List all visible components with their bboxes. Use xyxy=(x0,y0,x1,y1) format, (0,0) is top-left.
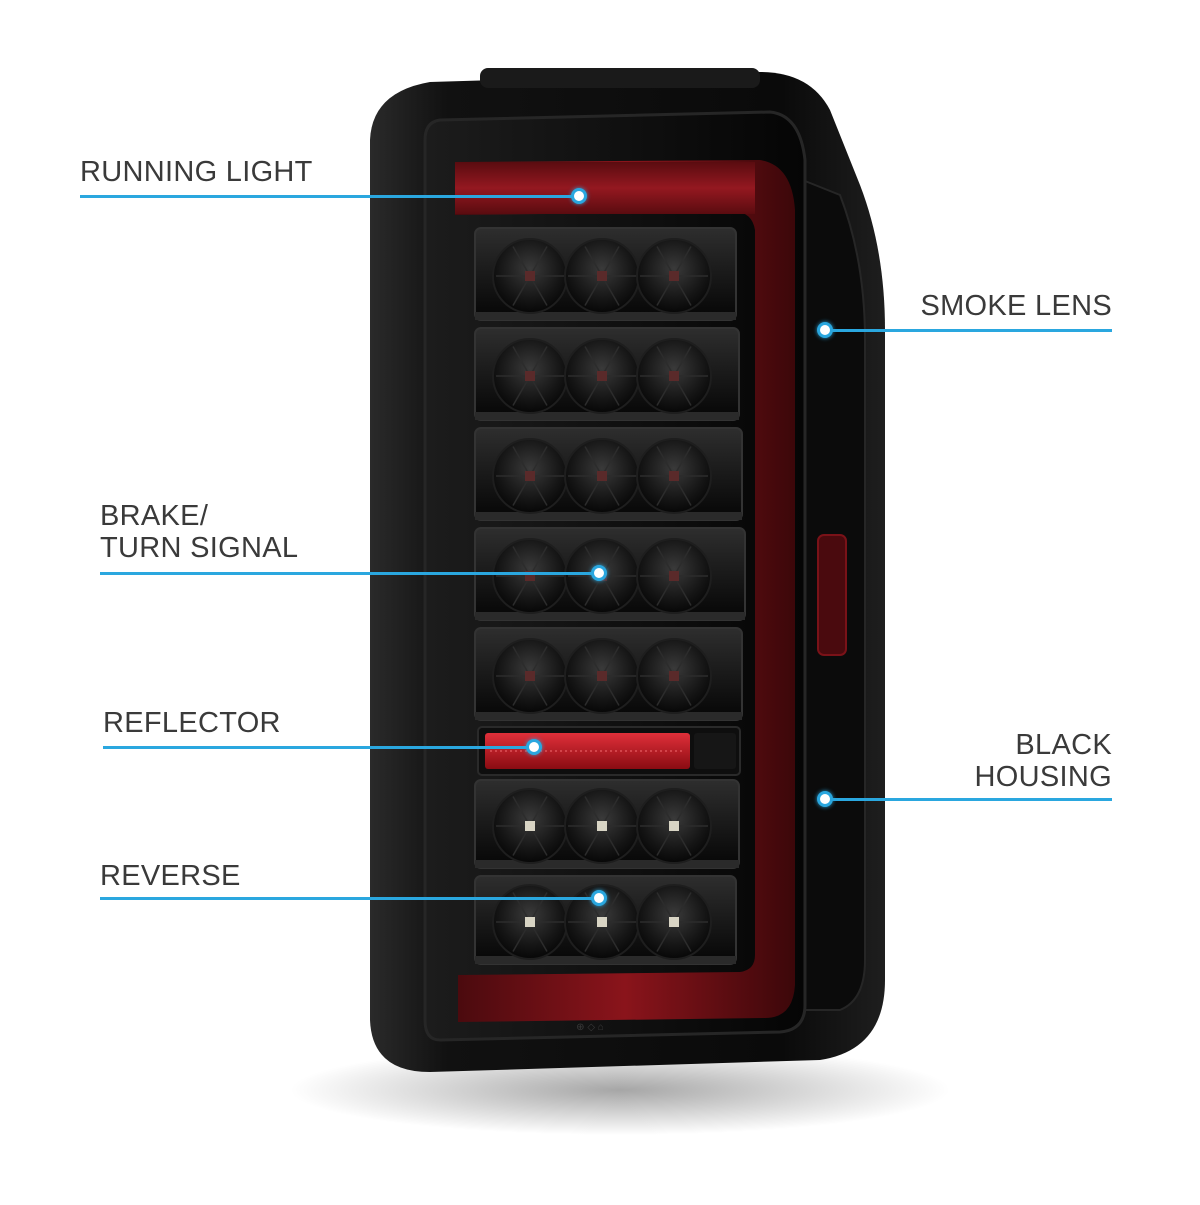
led-chip xyxy=(597,917,607,927)
led-chip xyxy=(669,917,679,927)
smoke-lens-leader xyxy=(826,329,1112,332)
led-chip xyxy=(669,821,679,831)
callout-reflector: REFLECTOR xyxy=(103,707,281,739)
callout-black-housing-line2: HOUSING xyxy=(974,761,1112,793)
side-marker xyxy=(817,534,847,656)
led-chip xyxy=(597,271,607,281)
led-chip xyxy=(525,917,535,927)
led-array xyxy=(474,227,746,965)
running-light-marker xyxy=(571,188,587,204)
led-chip xyxy=(597,821,607,831)
row-divider xyxy=(475,956,736,964)
smoke-lens-marker xyxy=(817,322,833,338)
running-light-bar xyxy=(455,162,755,214)
led-chip xyxy=(525,471,535,481)
led-chip xyxy=(669,371,679,381)
brake-turn-marker xyxy=(591,565,607,581)
bottom-stamp: ⊕ ◇ ⌂ xyxy=(576,1022,604,1033)
callout-running-light: RUNNING LIGHT xyxy=(80,156,313,188)
brake-turn-leader xyxy=(100,572,595,575)
led-chip xyxy=(669,271,679,281)
red-light-tube xyxy=(455,160,795,1022)
row-divider xyxy=(475,860,739,868)
led-chip xyxy=(525,371,535,381)
reverse-marker xyxy=(591,890,607,906)
row-divider xyxy=(475,612,745,620)
led-chip xyxy=(597,371,607,381)
callout-smoke-lens: SMOKE LENS xyxy=(920,290,1112,322)
row-divider xyxy=(475,712,742,720)
led-chip xyxy=(669,571,679,581)
reverse-leader xyxy=(100,897,597,900)
black-housing-marker xyxy=(817,791,833,807)
callout-brake-line2: TURN SIGNAL xyxy=(100,532,299,564)
mount-tab xyxy=(480,68,760,88)
black-housing-leader xyxy=(826,798,1112,801)
led-chip xyxy=(525,271,535,281)
reflector-end-cap xyxy=(694,733,736,769)
callout-reverse: REVERSE xyxy=(100,860,241,892)
led-chip xyxy=(669,471,679,481)
reflector-leader xyxy=(103,746,531,749)
led-chip xyxy=(525,671,535,681)
callout-brake-line1: BRAKE/ xyxy=(100,500,209,532)
row-divider xyxy=(475,412,739,420)
reflector-marker xyxy=(526,739,542,755)
callout-black-housing-line1: BLACK xyxy=(1015,729,1112,761)
row-divider xyxy=(475,312,736,320)
led-chip xyxy=(597,471,607,481)
led-chip xyxy=(669,671,679,681)
led-chip xyxy=(525,821,535,831)
led-chip xyxy=(597,671,607,681)
running-light-leader xyxy=(80,195,575,198)
led-chip xyxy=(525,571,535,581)
row-divider xyxy=(475,512,742,520)
